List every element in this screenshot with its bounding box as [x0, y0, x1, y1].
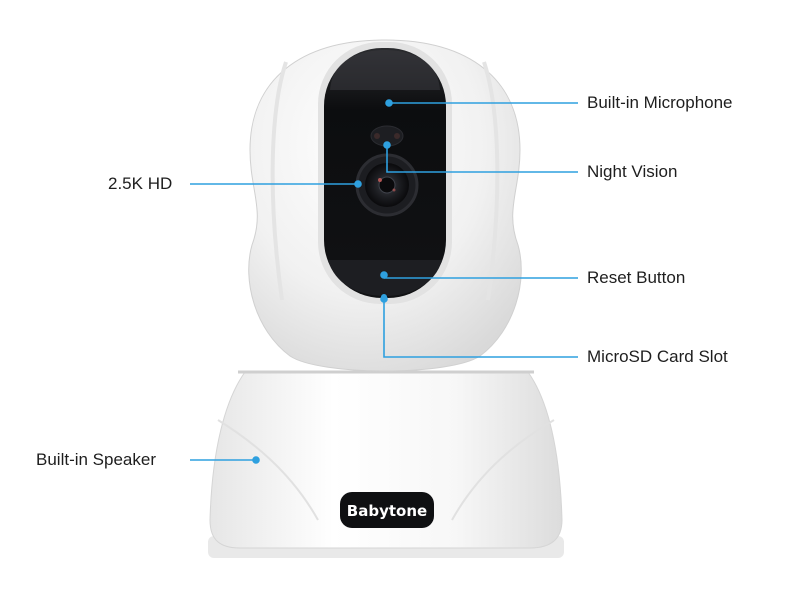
lens-inner [378, 176, 396, 194]
callout-dot-microsd [380, 295, 388, 303]
ir-led-left [374, 133, 380, 139]
head-groove-right [482, 61, 500, 301]
label-microphone: Built-in Microphone [587, 93, 733, 112]
label-microsd: MicroSD Card Slot [587, 347, 728, 366]
brand-name: Babytone [347, 502, 427, 520]
callout-line-microsd [383, 300, 578, 358]
base-facet-left [217, 419, 319, 521]
callout-dot-reset [380, 271, 388, 279]
ir-led-right [394, 133, 400, 139]
callout-dot-microphone [385, 99, 393, 107]
head-groove-left [270, 61, 288, 301]
callout-dot-resolution [354, 180, 362, 188]
callout-line-night-vision [386, 145, 578, 173]
label-resolution: 2.5K HD [108, 174, 173, 193]
camera-base [209, 371, 563, 549]
label-reset: Reset Button [587, 268, 686, 287]
lens-glint-2 [392, 188, 396, 192]
label-night-vision: Night Vision [587, 162, 678, 181]
base-facet-right [451, 419, 555, 521]
callout-dot-night-vision [383, 141, 391, 149]
callout-dot-speaker [252, 456, 260, 464]
lens-glint [378, 178, 382, 182]
brand-badge [340, 492, 434, 528]
label-speaker: Built-in Speaker [36, 450, 157, 469]
panel-highlight [330, 50, 440, 90]
